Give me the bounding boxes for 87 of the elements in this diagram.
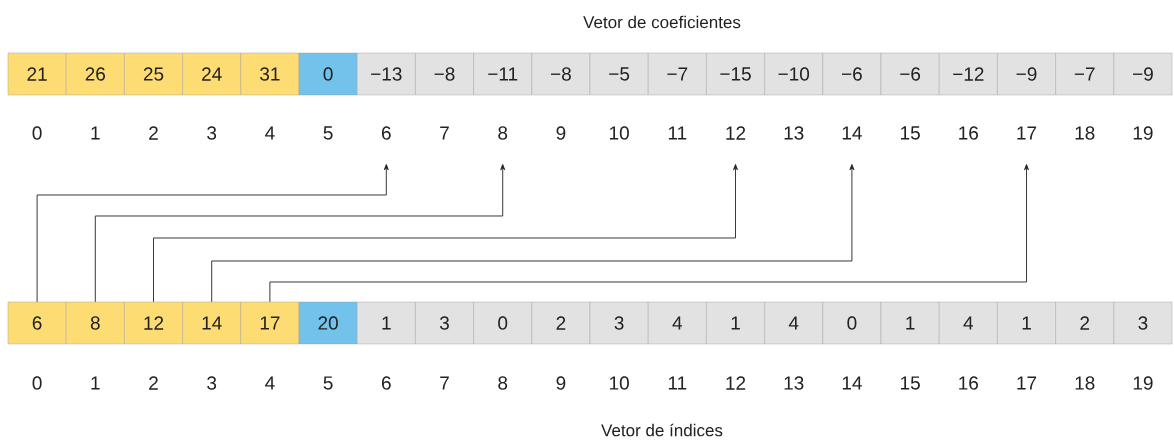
array-cell: 1 [880, 301, 940, 345]
index-number: 19 [1133, 126, 1153, 140]
array-cell: 0 [822, 301, 882, 345]
index-number: 0 [32, 376, 42, 390]
index-number: 18 [1075, 376, 1095, 390]
array-cell: 2 [1055, 301, 1114, 345]
array-cell: 25 [124, 52, 183, 96]
index-number: 11 [668, 126, 687, 140]
array-cell: 4 [939, 301, 998, 345]
index-number: 4 [265, 376, 275, 390]
index-number: 9 [556, 376, 566, 390]
array-cell: 1 [706, 301, 765, 345]
array-title: Vetor de coeficientes [583, 15, 741, 29]
index-number: 7 [440, 376, 449, 390]
index-number: 2 [149, 376, 158, 390]
index-number: 1 [91, 376, 100, 390]
array-cell: −15 [706, 52, 765, 96]
array-cell: 12 [124, 301, 183, 345]
index-number: 9 [556, 126, 566, 140]
index-number: 7 [440, 126, 449, 140]
index-number: 5 [323, 376, 333, 390]
index-number: 8 [498, 376, 508, 390]
array-cell: −7 [1055, 52, 1114, 96]
arrow [269, 164, 1029, 303]
array-cell: 26 [66, 52, 125, 96]
array-cell: −12 [939, 52, 998, 96]
index-number: 0 [32, 126, 42, 140]
index-number: 19 [1133, 376, 1153, 390]
array-cell: −13 [357, 52, 416, 96]
array-cell: 2 [531, 301, 591, 345]
array-cell: 3 [415, 301, 474, 345]
index-number: 17 [1017, 126, 1037, 140]
array-cell: 0 [298, 52, 358, 96]
index-number: 16 [959, 126, 979, 140]
array-cell: −11 [473, 52, 532, 96]
index-number: 3 [207, 126, 217, 140]
array-cell: 1 [997, 301, 1056, 345]
array-cell: −9 [1113, 52, 1173, 96]
array-cell: 4 [648, 301, 707, 345]
array-cell: 3 [589, 301, 649, 345]
array-cell: 31 [240, 52, 300, 96]
index-number: 17 [1017, 376, 1037, 390]
index-number: 18 [1075, 126, 1095, 140]
index-number: 5 [323, 126, 333, 140]
index-number: 15 [901, 376, 920, 390]
index-number: 12 [726, 376, 746, 390]
array-cell: −10 [764, 52, 823, 96]
index-number: 6 [382, 376, 391, 390]
index-number: 14 [842, 376, 862, 390]
array-cell: 3 [1113, 301, 1173, 345]
index-number: 3 [207, 376, 217, 390]
array-title: Vetor de índices [601, 423, 723, 437]
array-cell: 4 [764, 301, 823, 345]
array-cell: −7 [648, 52, 707, 96]
index-number: 13 [784, 376, 804, 390]
arrow [94, 164, 506, 303]
index-number: 13 [784, 126, 804, 140]
index-number: 11 [668, 376, 687, 390]
arrow [36, 164, 389, 303]
array-cell: 14 [182, 301, 241, 345]
array-cell: 1 [357, 301, 416, 345]
index-number: 12 [726, 126, 746, 140]
array-cell: 24 [182, 52, 241, 96]
array-cell: −5 [589, 52, 649, 96]
array-cell: −9 [997, 52, 1056, 96]
array-cell: −6 [822, 52, 882, 96]
index-number: 14 [842, 126, 862, 140]
index-number: 8 [498, 126, 508, 140]
array-cell: 6 [7, 301, 67, 345]
array-cell: 21 [7, 52, 67, 96]
index-number: 4 [265, 126, 275, 140]
array-cell: 17 [240, 301, 300, 345]
array-cell: 20 [298, 301, 358, 345]
array-cell: −8 [531, 52, 591, 96]
index-number: 2 [149, 126, 158, 140]
array-cell: −6 [880, 52, 940, 96]
index-number: 1 [91, 126, 100, 140]
arrow [211, 164, 855, 303]
array-cell: 8 [66, 301, 125, 345]
arrow [153, 164, 738, 303]
index-number: 6 [382, 126, 391, 140]
array-cell: 0 [473, 301, 532, 345]
index-number: 15 [901, 126, 920, 140]
index-number: 16 [959, 376, 979, 390]
array-cell: −8 [415, 52, 474, 96]
index-number: 10 [610, 376, 629, 390]
index-number: 10 [610, 126, 629, 140]
